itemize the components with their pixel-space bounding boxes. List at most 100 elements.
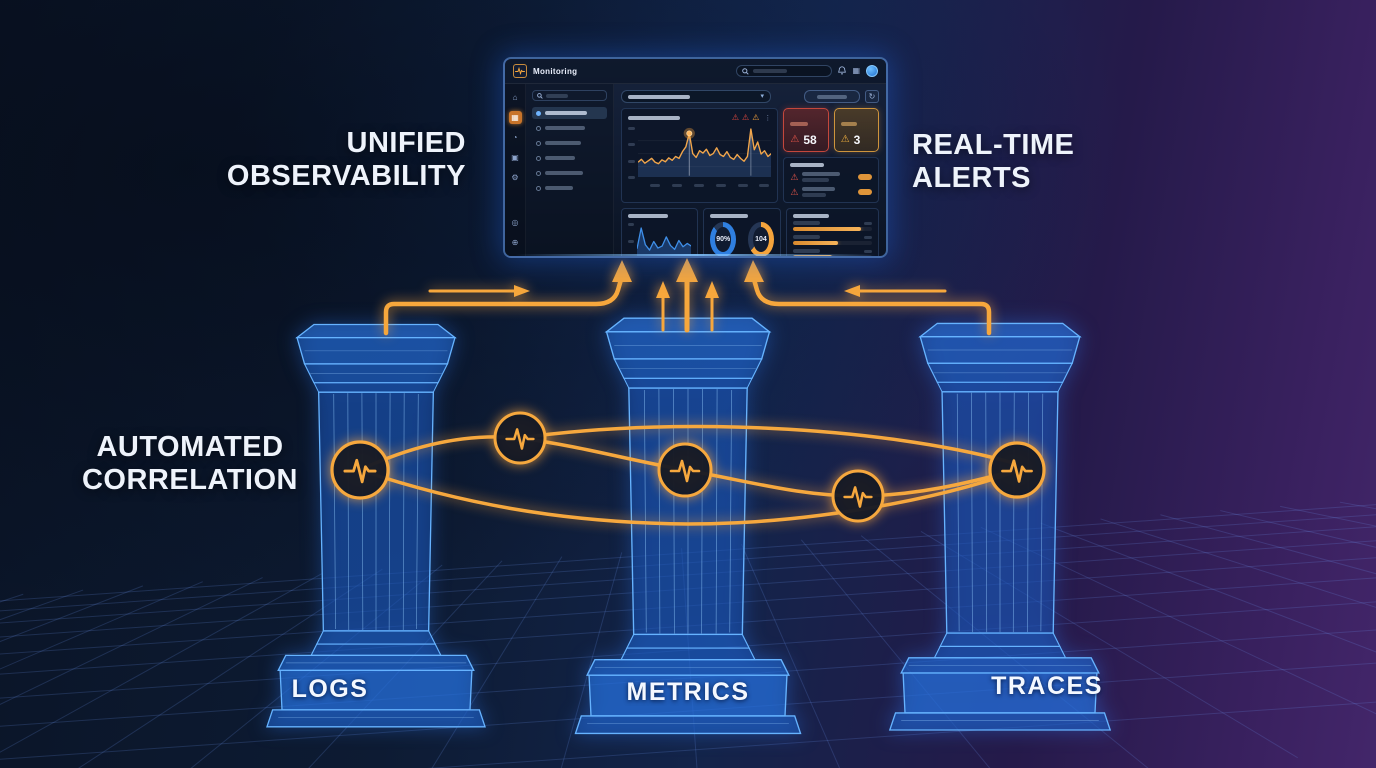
stat-label-text [790,122,809,126]
search-placeholder-text [753,69,788,73]
kebab-menu-icon[interactable]: ⋮ [764,114,772,122]
search-input[interactable] [736,65,833,77]
panel-title-text [628,214,668,218]
arrow-right-head-icon [744,260,764,282]
gauges-panel: 90% 104 [703,208,781,256]
nav-item[interactable] [532,167,607,179]
alert-row[interactable]: ⚠ [790,172,872,182]
nav-item-icon [536,110,541,116]
arrow-right-elbow [750,273,992,336]
app-logo-icon [513,64,527,78]
pillar-label-metrics: METRICS [626,678,750,706]
main-chart [628,125,771,187]
warning-triangle-icon: ⚠ [752,113,760,122]
warning-triangle-icon: ⚠ [790,186,799,197]
app-title: Monitoring [533,66,578,76]
dashboard-window: Monitoring ▦ ⌂ ▦ ◔ ▣ ⚙ ◎ ⊕ [503,57,888,258]
alert-row[interactable]: ⚠ [790,187,872,197]
dashboard-selector-dropdown[interactable]: ▾ [621,90,771,103]
count-gauge: 104 [748,222,774,256]
alert-feed-panel: ⚠ ⚠ [783,157,879,203]
right-column: ⚠ 58 ⚠ 3 [783,108,879,203]
bottom-grid: 90% 104 [621,208,879,256]
pillar-logs [266,323,486,728]
rail-metrics-icon[interactable]: ◔ [512,133,518,142]
icon-rail: ⌂ ▦ ◔ ▣ ⚙ ◎ ⊕ [505,84,526,256]
nav-filter-input[interactable] [532,90,607,101]
nav-item-text [545,186,573,190]
uptime-gauge: 90% [710,222,737,256]
pillar-traces [889,322,1111,731]
pulse-node [988,441,1046,499]
label-automated-correlation: AUTOMATED CORRELATION [81,431,298,496]
nav-item[interactable] [532,137,607,149]
correlation-network [330,411,1046,526]
main-chart-panel: ⚠ ⚠ ⚠ ⋮ [621,108,779,203]
dashboard-main: ▾ ↻ ⚠ ⚠ ⚠ ⋮ [614,84,886,256]
warning-triangle-icon: ⚠ [742,113,750,122]
panel-title-text [628,116,680,120]
stat-cards-row: ⚠ 58 ⚠ 3 [783,108,879,152]
network-curve-b [359,468,1018,526]
refresh-button[interactable]: ↻ [865,90,879,103]
nav-panel [526,84,614,256]
warning-triangle-icon: ⚠ [790,134,800,145]
nav-item-dashboard-active[interactable] [532,107,607,119]
gauge-value: 90% [716,236,731,243]
rail-settings-icon[interactable]: ⚙ [511,173,519,182]
rail-target-icon[interactable]: ◎ [511,218,519,227]
button-text [817,94,847,99]
label-real-time-alerts: REAL-TIME ALERTS [912,129,1075,194]
severity-badge [858,174,872,180]
user-avatar[interactable] [866,65,878,77]
label-unified-observability: UNIFIED OBSERVABILITY [226,127,466,192]
nav-item-text [545,141,581,145]
pulse-node [657,442,713,498]
chevron-down-icon: ▾ [760,93,764,100]
bar-list-row [792,235,872,245]
pillar-metrics [574,317,802,735]
nav-filter-placeholder [546,93,568,98]
nav-item-icon [536,140,541,146]
search-icon [742,67,750,75]
nav-item-icon [536,125,541,131]
arrow-middle-head-icon [676,258,698,282]
nav-item-text [545,156,575,160]
panel-title-text [710,214,749,218]
panel-title-text [790,163,825,167]
area-chart [637,221,691,256]
warning-triangle-icon: ⚠ [840,134,850,145]
pillar-label-traces: TRACES [991,672,1103,700]
flow-arrows [383,258,992,336]
notifications-bell-icon[interactable] [838,65,847,77]
nav-item[interactable] [532,152,607,164]
rail-panels-icon[interactable]: ▣ [511,153,519,162]
pulse-node [493,411,547,465]
dashboard-topbar: Monitoring ▦ [505,59,886,84]
apps-grid-icon[interactable]: ▦ [852,66,860,75]
nav-item[interactable] [532,182,607,194]
time-range-button[interactable] [804,90,860,103]
y-axis-ticks [628,125,635,187]
rail-dashboard-icon[interactable]: ▦ [508,111,522,124]
rail-add-icon[interactable]: ⊕ [511,238,519,247]
search-icon [537,92,543,99]
top-grid: ⚠ ⚠ ⚠ ⋮ [621,108,879,203]
stat-value: 3 [853,133,861,147]
arrow-left-head-icon [612,260,632,282]
dropdown-value-text [628,94,690,99]
rail-home-icon[interactable]: ⌂ [512,93,518,102]
warning-triangle-icon: ⚠ [790,171,799,182]
pulse-node [831,469,885,523]
nav-item-icon [536,170,541,176]
main-chart-header: ⚠ ⚠ ⚠ ⋮ [628,114,771,122]
gauge-value: 104 [755,236,767,243]
mini-chart-panel [621,208,699,256]
bar-list-row [792,249,872,256]
stat-label-text [840,122,857,126]
arrow-middle-right-head-icon [705,281,719,298]
severity-badge [858,189,872,195]
bar-list [792,221,872,256]
nav-item[interactable] [532,122,607,134]
